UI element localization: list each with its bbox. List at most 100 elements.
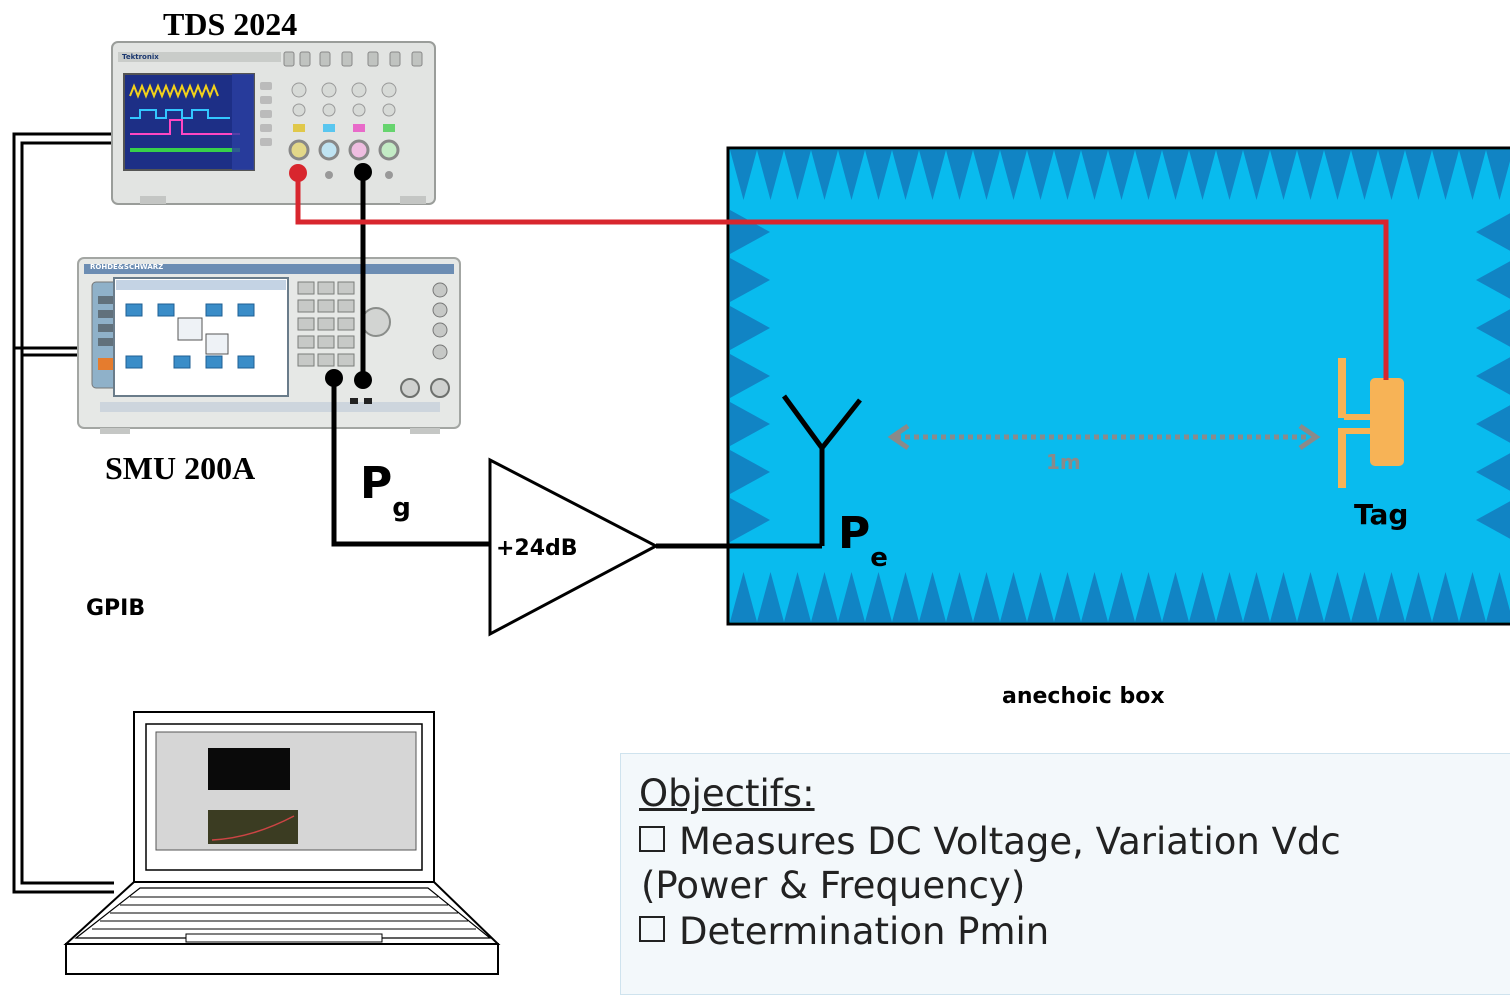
absorber-spike bbox=[1476, 213, 1510, 251]
absorber-spike bbox=[1378, 572, 1405, 622]
absorber-spike bbox=[811, 572, 838, 622]
distance-label: 1m bbox=[1046, 450, 1081, 474]
absorber-spike bbox=[892, 572, 919, 622]
absorber-spike bbox=[973, 572, 1000, 622]
absorber-spike bbox=[1297, 572, 1324, 622]
absorber-spike bbox=[1459, 150, 1486, 200]
absorber-spike bbox=[946, 572, 973, 622]
absorber-spike bbox=[1162, 572, 1189, 622]
absorber-spike bbox=[1476, 453, 1510, 491]
absorber-spike bbox=[1405, 150, 1432, 200]
gpib-cables bbox=[12, 132, 114, 894]
absorber-spike bbox=[1081, 572, 1108, 622]
absorber-spike bbox=[919, 150, 946, 200]
cable-connectors bbox=[325, 163, 372, 389]
generator-label: SMU 200A bbox=[105, 450, 256, 486]
tag-label: Tag bbox=[1354, 498, 1409, 531]
absorber-spike bbox=[1432, 150, 1459, 200]
absorber-spike bbox=[838, 150, 865, 200]
absorber-spike bbox=[1135, 572, 1162, 622]
absorber-spike bbox=[730, 572, 757, 622]
absorber-spike bbox=[919, 572, 946, 622]
absorber-spike bbox=[1270, 572, 1297, 622]
absorber-spike bbox=[1135, 150, 1162, 200]
oscilloscope-device bbox=[111, 41, 436, 205]
absorber-spike bbox=[946, 150, 973, 200]
absorber-spike bbox=[1459, 572, 1486, 622]
objective-item-continuation: (Power & Frequency) bbox=[641, 864, 1026, 907]
absorber-spike bbox=[1216, 150, 1243, 200]
oscilloscope-brand: Tektronix bbox=[122, 53, 159, 61]
absorber-spike bbox=[1189, 150, 1216, 200]
absorber-spike bbox=[1027, 572, 1054, 622]
absorber-spike bbox=[865, 572, 892, 622]
absorber-spikes-top bbox=[730, 150, 1510, 200]
oscilloscope-label: TDS 2024 bbox=[163, 6, 298, 42]
absorber-spike bbox=[1270, 150, 1297, 200]
checkbox-bullet-icon bbox=[639, 916, 665, 942]
laptop-computer bbox=[63, 711, 501, 975]
distance-arrow bbox=[887, 423, 1321, 451]
absorber-spike bbox=[1351, 150, 1378, 200]
objective-item: Determination Pmin bbox=[639, 910, 1049, 953]
absorber-spike bbox=[1027, 150, 1054, 200]
pg-label: Pg bbox=[360, 458, 411, 523]
absorber-spike bbox=[757, 572, 784, 622]
absorber-spike bbox=[1297, 150, 1324, 200]
absorber-spike bbox=[1486, 150, 1510, 200]
absorber-spike bbox=[1162, 150, 1189, 200]
absorber-spike bbox=[973, 150, 1000, 200]
absorber-spike bbox=[1108, 150, 1135, 200]
amplifier-icon bbox=[488, 457, 660, 637]
absorber-spike bbox=[730, 498, 770, 542]
absorber-spike bbox=[1405, 572, 1432, 622]
checkbox-bullet-icon bbox=[639, 826, 665, 852]
absorber-spike bbox=[730, 150, 757, 200]
absorber-spike bbox=[1000, 572, 1027, 622]
absorber-spike bbox=[1243, 150, 1270, 200]
objectives-panel: Objectifs: Measures DC Voltage, Variatio… bbox=[620, 753, 1510, 995]
absorber-spike bbox=[730, 354, 770, 398]
signal-generator-device bbox=[77, 257, 461, 434]
absorber-spike bbox=[730, 306, 770, 350]
absorber-spike bbox=[1081, 150, 1108, 200]
anechoic-box-label: anechoic box bbox=[1002, 684, 1165, 709]
objective-item: Measures DC Voltage, Variation Vdc bbox=[639, 820, 1341, 863]
absorber-spike bbox=[757, 150, 784, 200]
absorber-spike bbox=[1476, 501, 1510, 539]
absorber-spike bbox=[1054, 572, 1081, 622]
absorber-spike bbox=[1108, 572, 1135, 622]
absorber-spike bbox=[865, 150, 892, 200]
absorber-spike bbox=[784, 572, 811, 622]
rfid-tag bbox=[1338, 358, 1404, 488]
absorber-spike bbox=[892, 150, 919, 200]
absorber-spike bbox=[1432, 572, 1459, 622]
absorber-spike bbox=[1378, 150, 1405, 200]
absorber-spike bbox=[1054, 150, 1081, 200]
absorber-spike bbox=[1351, 572, 1378, 622]
absorber-spike bbox=[730, 258, 770, 302]
absorber-spikes-left bbox=[730, 210, 770, 542]
absorber-spike bbox=[730, 450, 770, 494]
absorber-spike bbox=[1476, 405, 1510, 443]
absorber-spike bbox=[784, 150, 811, 200]
signal-cables bbox=[331, 172, 822, 549]
absorber-spike bbox=[1476, 357, 1510, 395]
absorber-spike bbox=[1216, 572, 1243, 622]
absorber-spike bbox=[1324, 150, 1351, 200]
absorber-spike bbox=[1189, 572, 1216, 622]
absorber-spike bbox=[1476, 309, 1510, 347]
absorber-spike bbox=[811, 150, 838, 200]
absorber-spike bbox=[1486, 572, 1510, 622]
absorber-spike bbox=[730, 402, 770, 446]
absorber-spike bbox=[1324, 572, 1351, 622]
gpib-label: GPIB bbox=[86, 596, 146, 621]
absorber-spike bbox=[1243, 572, 1270, 622]
absorber-spike bbox=[1000, 150, 1027, 200]
objectives-title: Objectifs: bbox=[639, 772, 815, 815]
antenna-icon bbox=[781, 394, 862, 546]
absorber-spike bbox=[1476, 261, 1510, 299]
absorber-spikes-bottom bbox=[730, 572, 1510, 622]
tag-probe-cable bbox=[289, 164, 1389, 380]
